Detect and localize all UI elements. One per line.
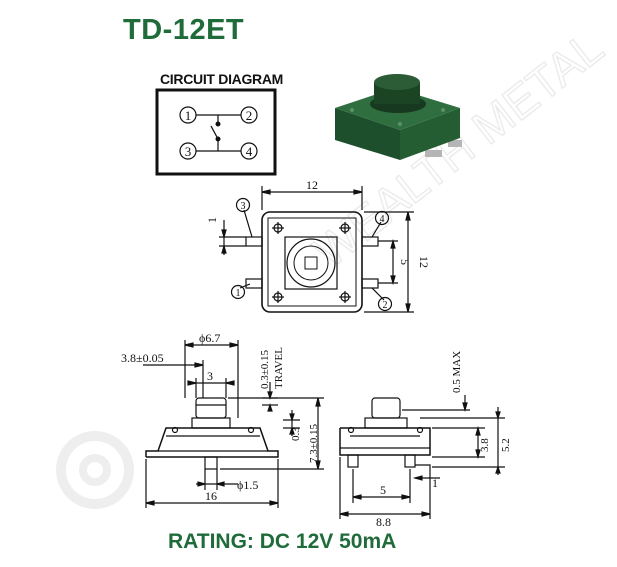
- product-image: [335, 74, 462, 160]
- end-view-labels: 0.5 MAX 3.8 5.2 5 1 8.8: [376, 351, 512, 529]
- callout-3: [235, 197, 251, 213]
- overall-height-dim: 5.2: [500, 438, 512, 452]
- top-view-body: [261, 211, 363, 313]
- end-view-pin-left: [347, 454, 359, 468]
- top-width-dim: 12: [306, 178, 318, 192]
- circuit-diagram: [155, 88, 277, 176]
- end-view-pin-right: [404, 454, 416, 468]
- circuit-pin-label: 1: [185, 108, 192, 123]
- watermark-text: WEALTH METAL: [304, 21, 613, 278]
- callout-label: 4: [380, 214, 385, 225]
- callout-label: 3: [241, 201, 246, 212]
- callout-label: 2: [383, 300, 388, 311]
- top-view-bosses: [272, 222, 351, 303]
- cap-diameter-dim: ϕ6.7: [199, 331, 220, 345]
- end-view-body: [339, 427, 431, 456]
- top-view-labels: 12 12 5 1 3 4 1 2: [205, 178, 431, 311]
- product-title: TD-12ET: [123, 14, 245, 46]
- circuit-pin-label: 4: [246, 144, 253, 159]
- top-pin-offset-dim: 1: [205, 217, 219, 223]
- callout-1: [230, 284, 246, 300]
- end-view: [339, 395, 505, 519]
- callout-2: [377, 296, 393, 312]
- terminal-3: [245, 236, 263, 247]
- cap-width-dim: 3: [207, 369, 213, 383]
- top-view-plunger: [286, 238, 336, 288]
- side-view: [143, 340, 324, 508]
- side-view-labels: ϕ6.7 3.8±0.05 3 0.3±0.15 TRAVEL 0.3 7.3±…: [121, 331, 320, 503]
- end-width-dim: 8.8: [376, 515, 391, 529]
- pin-pitch-dim: 5: [380, 483, 386, 497]
- side-view-plunger: [195, 397, 227, 419]
- terminal-2: [361, 278, 379, 289]
- end-pin-offset-dim: 1: [432, 476, 438, 490]
- rating-text: RATING: DC 12V 50mA: [168, 530, 397, 553]
- top-height-dim: 12: [417, 256, 431, 268]
- product-plunger: [374, 74, 420, 90]
- circuit-pin-label: 3: [185, 144, 192, 159]
- top-pin-spacing-dim: 5: [398, 259, 412, 265]
- cap-offset-dim: 3.8±0.05: [121, 351, 164, 365]
- body-height-dim: 3.8: [479, 438, 491, 452]
- circuit-frame: [155, 88, 277, 176]
- callout-label: 1: [236, 288, 241, 299]
- max-travel-dim: 0.5 MAX: [451, 351, 463, 393]
- callout-4: [374, 210, 390, 226]
- pin-diameter-dim: ϕ1.5: [237, 478, 258, 492]
- side-view-pin: [204, 456, 218, 470]
- circuit-diagram-title: CIRCUIT DIAGRAM: [160, 71, 284, 87]
- product-lead: [425, 150, 442, 157]
- terminal-1: [245, 278, 263, 289]
- watermark-logo: [56, 431, 134, 509]
- top-view: [219, 186, 414, 313]
- side-view-body: [145, 427, 279, 458]
- small-offset-dim: 0.3: [290, 427, 302, 441]
- switch-contact: [210, 125, 219, 140]
- body-width-dim: 16: [205, 489, 217, 503]
- total-height-dim: 7.3±0.15: [308, 423, 320, 463]
- travel-dim: 0.3±0.15: [259, 349, 271, 389]
- circuit-pin-labels: 1 2 3 4: [185, 108, 253, 159]
- circuit-pin-label: 2: [246, 108, 253, 123]
- watermark-logo-inner: [79, 454, 111, 486]
- travel-label: TRAVEL: [273, 347, 285, 389]
- end-view-plunger: [371, 397, 401, 419]
